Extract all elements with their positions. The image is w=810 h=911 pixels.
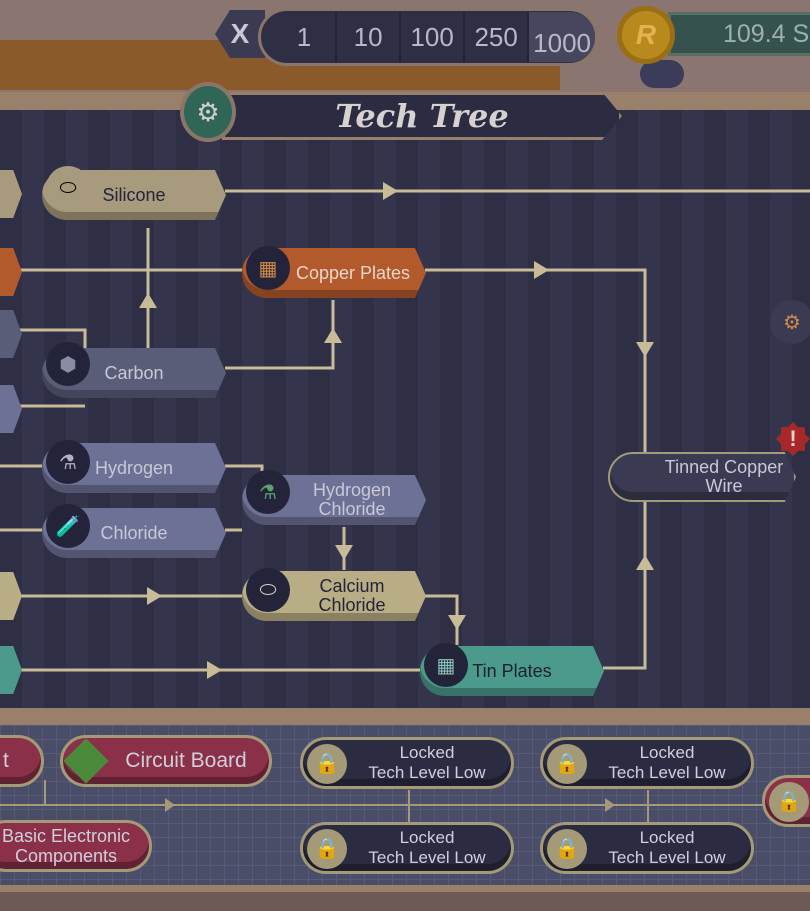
node-label: Chloride [100,522,168,543]
node-label: Basic Electronic Components [1,826,131,866]
multiplier-1000[interactable]: 1000 [529,12,595,62]
tin-plate-icon: ▦ [424,643,468,687]
partial-node[interactable]: t [0,735,44,787]
lock-icon: 🔒 [769,782,809,822]
currency-coin-icon: R [617,6,675,64]
hydrogen-chloride-flask-icon: ⚗ [246,470,290,514]
locked-subtitle: Tech Level Low [608,763,726,782]
node-label: Hydrogen Chloride [312,480,392,519]
node-label: Hydrogen [94,457,174,478]
locked-subtitle: Tech Level Low [368,848,486,867]
locked-title: Locked [639,828,695,847]
lock-icon: 🔒 [307,744,347,784]
cannonballs-icon [640,60,684,88]
multiplier-1[interactable]: 1 [273,12,338,62]
partial-node[interactable] [0,170,22,218]
locked-title: Locked [399,743,455,762]
chloride-tube-icon: 🧪 [46,504,90,548]
node-label: Tinned Copper Wire [664,457,784,496]
hydrogen-flask-icon: ⚗ [46,440,90,484]
node-label: t [3,749,9,772]
multiplier-bar: 1 10 100 250 1000 [258,8,598,66]
lock-icon: 🔒 [547,744,587,784]
node-basic-electronic-components[interactable]: Basic Electronic Components [0,820,152,872]
panel-connections [0,780,810,825]
money-display: 109.4 Se [668,12,810,56]
alert-icon: ! [776,422,810,456]
lock-icon: 🔒 [547,829,587,869]
partial-node[interactable] [0,572,22,620]
calcium-chloride-icon: ⬭ [246,568,290,612]
page-title: Tech Tree [222,92,622,140]
copper-plate-icon: ▦ [246,246,290,290]
silicone-icon: ⬭ [46,166,90,210]
partial-node-icon[interactable]: ⚙ [770,300,810,344]
locked-subtitle: Tech Level Low [608,848,726,867]
locked-title: Locked [399,828,455,847]
node-label: Silicone [102,184,166,205]
node-circuit-board[interactable]: Circuit Board [60,735,272,787]
carbon-icon: ⬢ [46,342,90,386]
partial-node[interactable] [0,310,22,358]
partial-node[interactable] [0,385,22,433]
locked-title: Locked [639,743,695,762]
node-label: Calcium Chloride [318,576,386,615]
node-label: Copper Plates [295,262,411,283]
node-tinned-copper-wire[interactable]: Tinned Copper Wire [608,452,796,502]
multiplier-250[interactable]: 250 [465,12,530,62]
research-flask-icon: ⚙ [180,82,236,142]
node-label: Carbon [104,362,164,383]
production-chain-panel: t Circuit Board Basic Electronic Compone… [0,725,810,885]
partial-node[interactable] [0,646,22,694]
partial-node[interactable] [0,248,22,296]
node-label: Circuit Board [125,749,247,772]
partial-locked-node[interactable]: 🔒 [762,775,810,827]
multiplier-100[interactable]: 100 [401,12,466,62]
locked-subtitle: Tech Level Low [368,763,486,782]
multiplier-10[interactable]: 10 [337,12,402,62]
node-label: Tin Plates [472,660,552,681]
lock-icon: 🔒 [307,829,347,869]
